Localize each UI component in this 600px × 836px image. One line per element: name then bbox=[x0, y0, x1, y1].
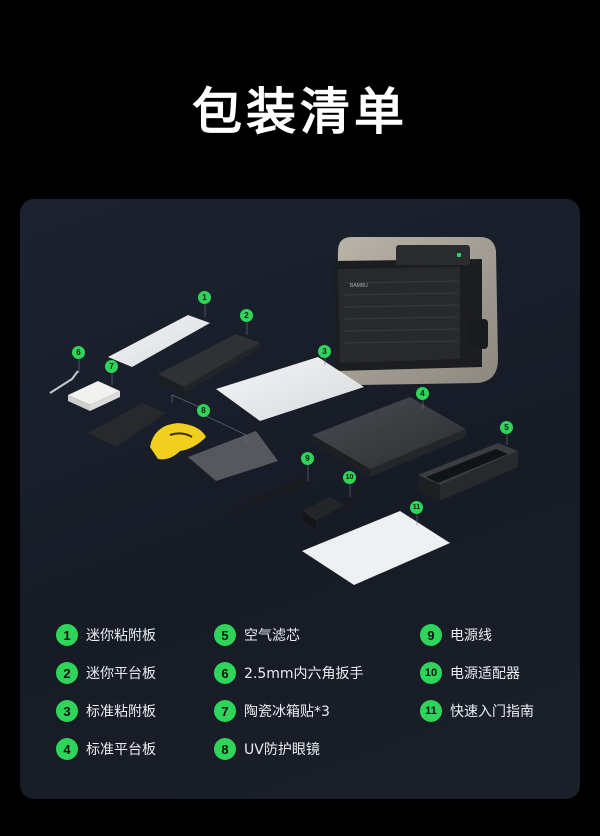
badge-11: 11 bbox=[410, 501, 423, 514]
legend-item: 9 电源线 bbox=[420, 623, 492, 647]
legend-number: 1 bbox=[56, 624, 78, 646]
legend-label: 迷你粘附板 bbox=[86, 628, 156, 644]
badge-3: 3 bbox=[318, 345, 331, 358]
power-cable-image bbox=[233, 477, 309, 517]
power-adapter-image bbox=[302, 488, 362, 529]
legend-label: 空气滤芯 bbox=[244, 628, 300, 644]
product-illustration: BAMBU bbox=[49, 237, 518, 585]
legend-item: 3 标准粘附板 bbox=[56, 699, 156, 723]
legend-item: 8 UV防护眼镜 bbox=[214, 737, 320, 761]
cloth-pouch-image bbox=[88, 403, 166, 447]
legend-number: 4 bbox=[56, 738, 78, 760]
contents-legend: 1 迷你粘附板 2 迷你平台板 3 标准粘附板 4 标准平台板 5 空气滤芯 6… bbox=[20, 619, 580, 779]
legend-number: 6 bbox=[214, 662, 236, 684]
badge-8: 8 bbox=[197, 404, 210, 417]
mini-adhesive-sheet-image bbox=[108, 315, 210, 367]
legend-item: 4 标准平台板 bbox=[56, 737, 156, 761]
legend-item: 11 快速入门指南 bbox=[420, 699, 534, 723]
legend-label: 快速入门指南 bbox=[450, 704, 534, 720]
uv-glasses-image bbox=[150, 423, 278, 481]
standard-plate-image bbox=[312, 397, 466, 477]
legend-label: 陶瓷冰箱贴*3 bbox=[244, 704, 330, 720]
legend-item: 7 陶瓷冰箱贴*3 bbox=[214, 699, 330, 723]
printer-brand-label: BAMBU bbox=[350, 283, 368, 289]
package-contents-panel: BAMBU bbox=[20, 199, 580, 799]
legend-label: 标准平台板 bbox=[86, 742, 156, 758]
legend-label: 电源适配器 bbox=[450, 666, 520, 682]
legend-number: 2 bbox=[56, 662, 78, 684]
badge-6: 6 bbox=[72, 346, 85, 359]
legend-label: 迷你平台板 bbox=[86, 666, 156, 682]
badge-4: 4 bbox=[416, 387, 429, 400]
legend-number: 7 bbox=[214, 700, 236, 722]
legend-number: 10 bbox=[420, 662, 442, 684]
ceramic-magnets-image bbox=[68, 381, 120, 411]
mini-plate-image bbox=[158, 334, 260, 393]
legend-item: 2 迷你平台板 bbox=[56, 661, 156, 685]
air-filter-image bbox=[418, 443, 518, 501]
badge-1: 1 bbox=[198, 291, 211, 304]
legend-item: 1 迷你粘附板 bbox=[56, 623, 156, 647]
hex-wrench-image bbox=[49, 370, 79, 394]
legend-number: 3 bbox=[56, 700, 78, 722]
standard-adhesive-sheet-image bbox=[216, 357, 364, 421]
badge-7: 7 bbox=[105, 360, 118, 373]
printer-image: BAMBU bbox=[334, 237, 498, 385]
badge-5: 5 bbox=[500, 421, 513, 434]
page-title: 包装清单 bbox=[192, 83, 408, 141]
badge-2: 2 bbox=[240, 309, 253, 322]
badge-9: 9 bbox=[301, 452, 314, 465]
quick-start-guide-image bbox=[302, 511, 450, 585]
badge-10: 10 bbox=[343, 471, 356, 484]
legend-number: 11 bbox=[420, 700, 442, 722]
legend-number: 8 bbox=[214, 738, 236, 760]
legend-number: 5 bbox=[214, 624, 236, 646]
legend-number: 9 bbox=[420, 624, 442, 646]
legend-label: UV防护眼镜 bbox=[244, 742, 320, 758]
legend-label: 2.5mm内六角扳手 bbox=[244, 666, 364, 682]
legend-label: 电源线 bbox=[450, 628, 492, 644]
legend-item: 10 电源适配器 bbox=[420, 661, 520, 685]
legend-item: 5 空气滤芯 bbox=[214, 623, 300, 647]
legend-item: 6 2.5mm内六角扳手 bbox=[214, 661, 364, 685]
legend-label: 标准粘附板 bbox=[86, 704, 156, 720]
